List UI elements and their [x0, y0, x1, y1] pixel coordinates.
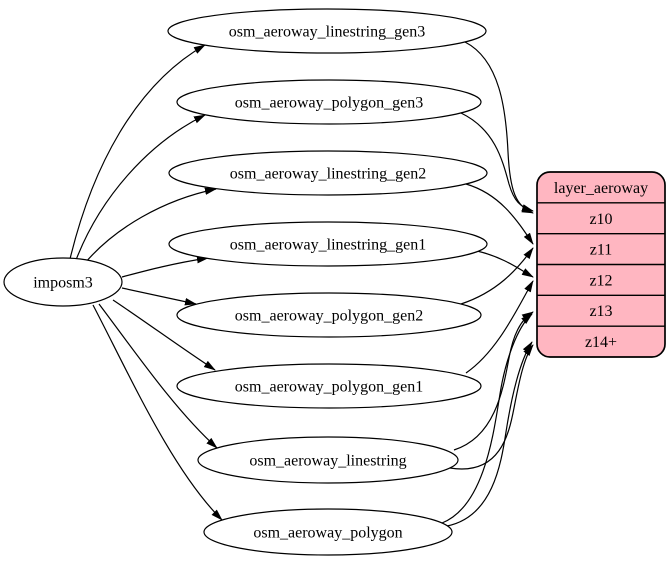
edge-osm-aeroway-linestring-z14plus [449, 344, 534, 470]
edge-osm-aeroway-polygon-z13 [441, 313, 533, 524]
edge-osm-aeroway-polygon-gen1-z12 [465, 280, 534, 374]
edge-osm-aeroway-polygon-gen2-z11 [460, 247, 534, 305]
edge-imposm3-osm-aeroway-polygon-gen3 [75, 114, 206, 261]
table-label: osm_aeroway_polygon_gen3 [235, 95, 423, 112]
node-osm-aeroway-linestring-gen2: osm_aeroway_linestring_gen2 [168, 150, 488, 196]
node-osm-aeroway-linestring: osm_aeroway_linestring [197, 436, 459, 484]
edge-imposm3-osm-aeroway-polygon [92, 304, 223, 521]
edge-imposm3-osm-aeroway-polygon-gen1 [112, 299, 216, 371]
edge-imposm3-osm-aeroway-polygon-gen2 [121, 287, 197, 306]
layer-row-z11: z11 [590, 242, 613, 259]
edge-imposm3-osm-aeroway-linestring-gen1 [121, 255, 209, 278]
table-label: osm_aeroway_linestring_gen2 [230, 166, 426, 183]
layer-row-z13: z13 [589, 303, 612, 320]
edge-osm-aeroway-polygon-gen3-z10 [460, 112, 534, 212]
table-ellipse [167, 8, 487, 54]
edges-to-layer [441, 41, 534, 527]
node-osm-aeroway-polygon: osm_aeroway_polygon [203, 508, 453, 556]
node-osm-aeroway-linestring-gen3: osm_aeroway_linestring_gen3 [167, 8, 487, 54]
table-ellipse [203, 508, 453, 556]
layer-row-z12: z12 [589, 273, 612, 290]
edge-osm-aeroway-polygon-z14plus [446, 341, 533, 527]
table-ellipse [176, 79, 482, 125]
layer-row-z10: z10 [589, 211, 612, 228]
node-imposm3: imposm3 [3, 257, 123, 307]
node-osm-aeroway-linestring-gen1: osm_aeroway_linestring_gen1 [168, 221, 488, 267]
table-ellipse [168, 150, 488, 196]
edge-osm-aeroway-linestring-z13 [453, 311, 534, 451]
table-label: osm_aeroway_linestring [249, 453, 406, 470]
imposm3-label: imposm3 [33, 275, 93, 292]
table-label: osm_aeroway_polygon [253, 525, 402, 542]
table-ellipse [197, 436, 459, 484]
layer-row-z14plus: z14+ [585, 334, 617, 351]
table-label: osm_aeroway_polygon_gen2 [235, 308, 423, 325]
edges-from-source [69, 44, 223, 521]
table-label: osm_aeroway_polygon_gen1 [235, 379, 423, 396]
table-ellipse [168, 221, 488, 267]
edge-imposm3-osm-aeroway-linestring-gen2 [84, 187, 217, 264]
node-osm-aeroway-polygon-gen1: osm_aeroway_polygon_gen1 [176, 363, 482, 409]
edge-osm-aeroway-linestring-gen3-z10 [464, 41, 534, 214]
edge-imposm3-osm-aeroway-linestring [98, 303, 218, 449]
edge-osm-aeroway-linestring-gen2-z11 [465, 183, 534, 245]
table-ellipse [176, 292, 482, 338]
edge-imposm3-osm-aeroway-linestring-gen3 [69, 44, 206, 260]
node-osm-aeroway-polygon-gen2: osm_aeroway_polygon_gen2 [176, 292, 482, 338]
table-label: osm_aeroway_linestring_gen1 [230, 237, 426, 254]
layer-aeroway-title: layer_aeroway [554, 180, 648, 197]
table-ellipse [176, 363, 482, 409]
edge-osm-aeroway-linestring-gen1-z12 [476, 250, 534, 278]
node-osm-aeroway-polygon-gen3: osm_aeroway_polygon_gen3 [176, 79, 482, 125]
node-layer-aeroway: layer_aeroway z10 z11 z12 z13 z14+ [536, 171, 666, 358]
imposm3-ellipse [3, 257, 123, 307]
table-label: osm_aeroway_linestring_gen3 [229, 24, 425, 41]
